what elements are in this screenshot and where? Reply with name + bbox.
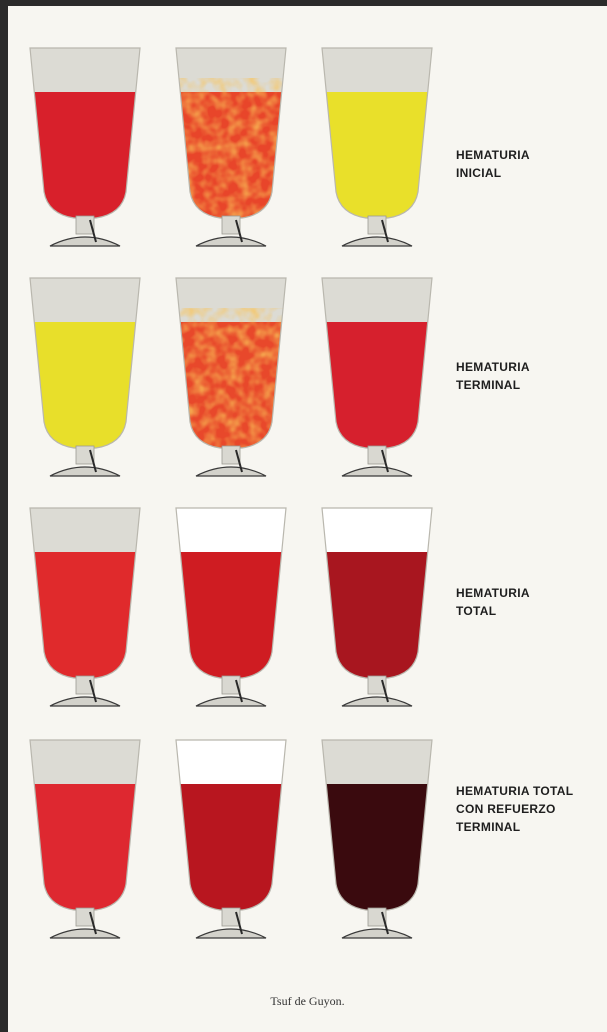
row-label-line: CON REFUERZO xyxy=(456,800,573,818)
urine-glass-2 xyxy=(172,42,290,252)
hematuria-row xyxy=(8,734,607,964)
glass-drawing xyxy=(172,734,290,944)
glass-drawing xyxy=(26,502,144,712)
urine-glass-1 xyxy=(26,502,144,712)
row-label-line: TOTAL xyxy=(456,602,530,620)
glass-drawing xyxy=(172,42,290,252)
glass-drawing xyxy=(172,502,290,712)
plate-caption: Tsuf de Guyon. xyxy=(8,994,607,1009)
urine-glass-3 xyxy=(318,734,436,944)
row-label-line: INICIAL xyxy=(456,164,530,182)
row-label-line: HEMATURIA TOTAL xyxy=(456,782,573,800)
glass-drawing xyxy=(172,272,290,482)
urine-glass-3 xyxy=(318,42,436,252)
row-label-line: HEMATURIA xyxy=(456,584,530,602)
glass-drawing xyxy=(26,42,144,252)
glass-drawing xyxy=(318,502,436,712)
glass-drawing xyxy=(318,42,436,252)
urine-glass-3 xyxy=(318,502,436,712)
urine-glass-1 xyxy=(26,272,144,482)
glass-drawing xyxy=(318,734,436,944)
urine-glass-2 xyxy=(172,272,290,482)
urine-glass-2 xyxy=(172,734,290,944)
urine-glass-1 xyxy=(26,734,144,944)
glass-drawing xyxy=(318,272,436,482)
glass-drawing xyxy=(26,734,144,944)
row-label-line: TERMINAL xyxy=(456,818,573,836)
urine-glass-3 xyxy=(318,272,436,482)
urine-glass-2 xyxy=(172,502,290,712)
row-label-line: HEMATURIA xyxy=(456,146,530,164)
row-label-line: HEMATURIA xyxy=(456,358,530,376)
glass-drawing xyxy=(26,272,144,482)
urine-glass-1 xyxy=(26,42,144,252)
row-label-line: TERMINAL xyxy=(456,376,530,394)
